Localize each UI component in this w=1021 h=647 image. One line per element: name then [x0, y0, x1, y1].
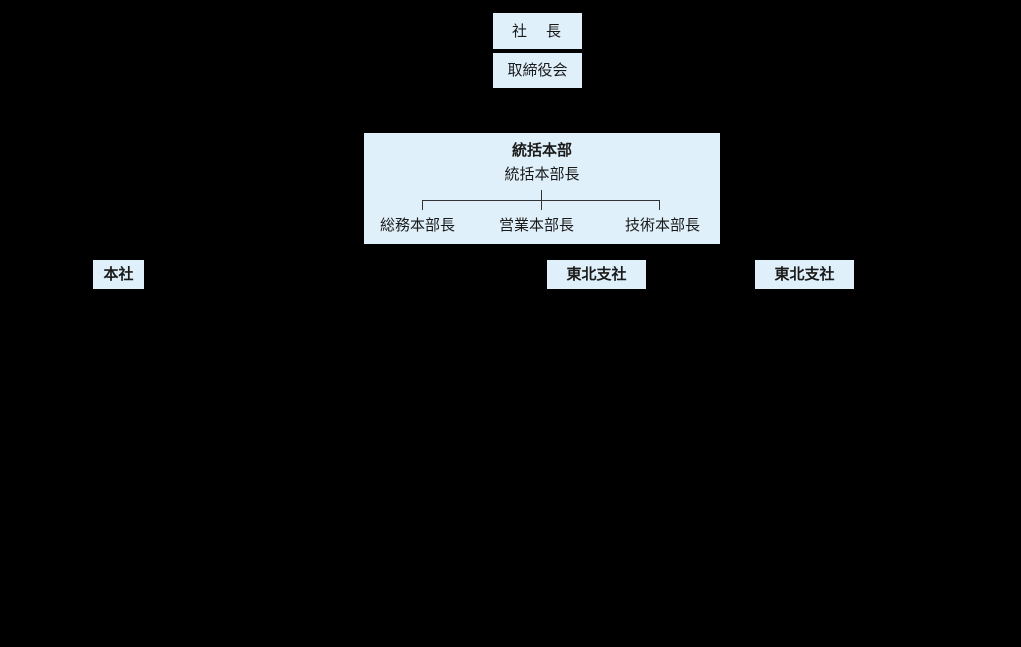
board-of-directors-box: 取締役会 [493, 53, 582, 88]
connector-horizontal [422, 200, 660, 201]
president-label: 社 長 [511, 21, 563, 40]
sales-head: 営業本部長 [499, 216, 575, 234]
president-box: 社 長 [493, 13, 582, 49]
head-office-box: 本社 [93, 260, 144, 289]
tohoku-branch-label-2: 東北支社 [774, 265, 835, 283]
hq-division-head: 統括本部長 [504, 165, 580, 183]
connector-drop-right [659, 200, 660, 210]
tohoku-branch-label-1: 東北支社 [566, 265, 627, 283]
tohoku-branch-box-1: 東北支社 [547, 260, 646, 289]
tohoku-branch-box-2: 東北支社 [755, 260, 854, 289]
engineering-head: 技術本部長 [625, 216, 701, 234]
hq-division-title: 統括本部 [511, 141, 572, 159]
board-label: 取締役会 [507, 61, 568, 79]
general-affairs-head: 総務本部長 [380, 216, 456, 234]
head-office-label: 本社 [103, 265, 134, 283]
connector-drop-left [422, 200, 423, 210]
hq-division-box: 統括本部 統括本部長 総務本部長 営業本部長 技術本部長 [364, 133, 720, 244]
